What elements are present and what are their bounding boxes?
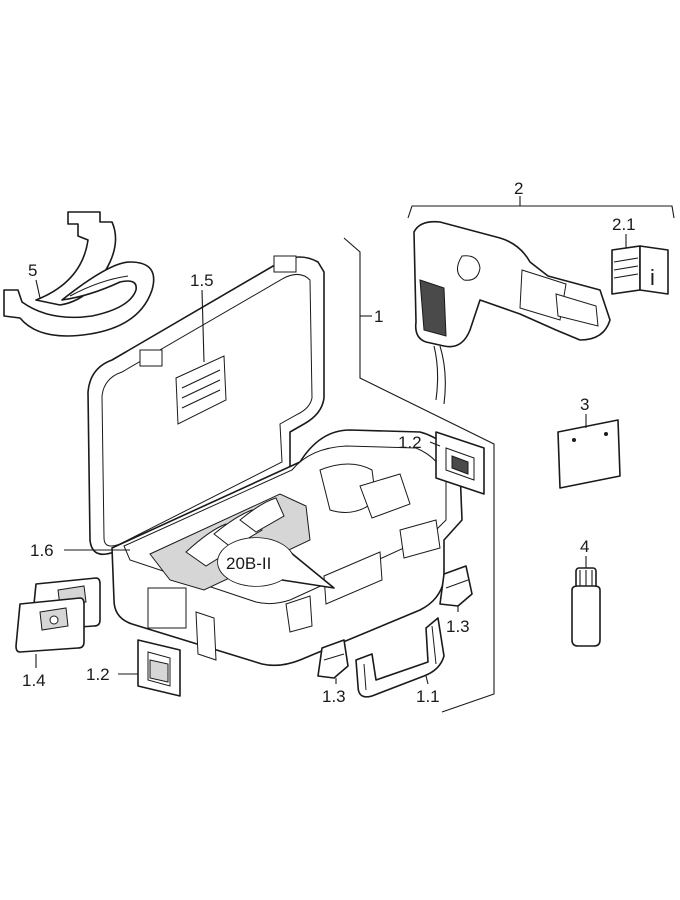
callout-2-1: 2.1	[612, 215, 636, 234]
lid-label-sticker	[175, 355, 227, 425]
instruction-manual-part: i	[611, 245, 669, 295]
callout-1-6: 1.6	[30, 541, 54, 560]
callout-1-5: 1.5	[190, 271, 214, 290]
callout-1-1: 1.1	[416, 687, 440, 706]
callout-1-3-right: 1.3	[446, 617, 470, 636]
profile-badge: 20B-II	[217, 537, 335, 589]
callout-1-3-left: 1.3	[322, 687, 346, 706]
callout-1: 1	[374, 307, 383, 326]
callout-1-2-right: 1.2	[398, 433, 422, 452]
oil-bottle-part	[571, 567, 601, 647]
tool-case-part	[87, 255, 463, 667]
profile-badge-text: 20B-II	[226, 554, 271, 573]
carry-handle-part	[355, 617, 445, 698]
callout-3: 3	[580, 395, 589, 414]
press-jaw-cards-part	[15, 577, 101, 653]
info-symbol: i	[650, 265, 655, 290]
callout-2: 2	[514, 179, 523, 198]
callout-1-2-left: 1.2	[86, 665, 110, 684]
carrying-strap-part	[3, 211, 155, 337]
callout-1-4: 1.4	[22, 671, 46, 690]
callout-5: 5	[28, 261, 37, 280]
label-card-part	[557, 419, 621, 489]
callout-4: 4	[580, 537, 589, 556]
latch-part-right	[439, 565, 473, 607]
handle-insert-left-part	[137, 639, 181, 697]
handle-insert-right-part	[435, 431, 485, 495]
latch-part-left	[317, 639, 349, 679]
press-tool-part	[413, 220, 611, 405]
